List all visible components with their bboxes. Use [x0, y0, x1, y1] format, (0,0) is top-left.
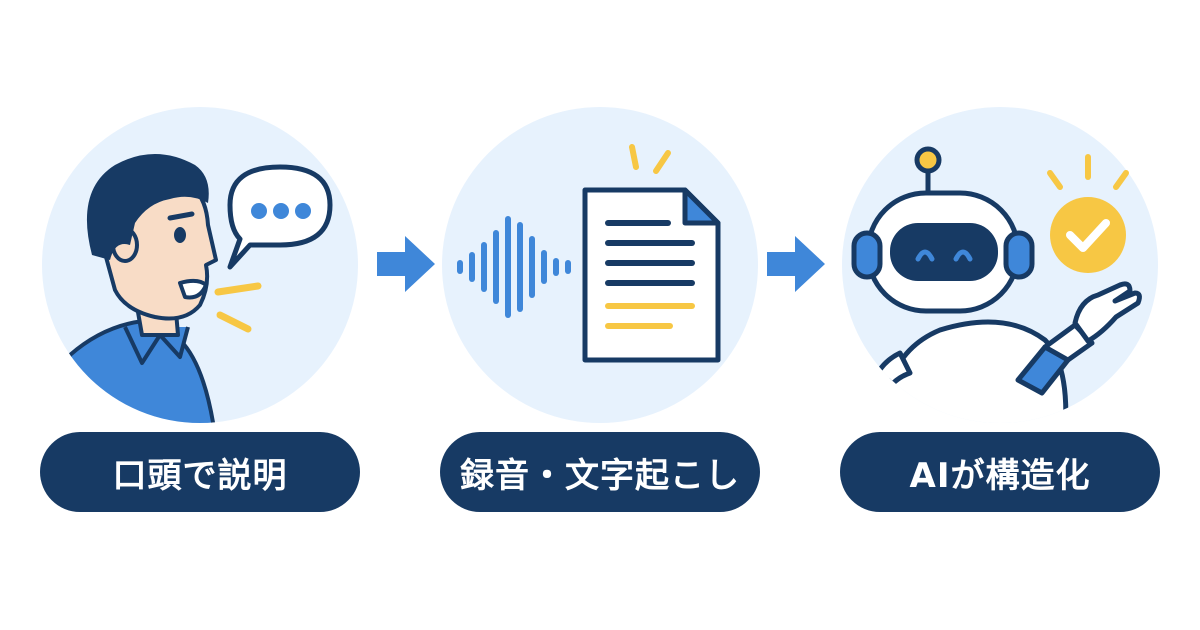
- speaking-person-icon: [42, 107, 358, 423]
- step-2-recording-transcription: [430, 95, 770, 435]
- step-1-oral-explanation: [30, 95, 370, 435]
- sound-wave-document-icon: [442, 107, 758, 423]
- arrow-right-icon: [377, 236, 435, 292]
- step-3-ai-structuring: [830, 95, 1170, 435]
- arrow-right-icon: [767, 236, 825, 292]
- step-2-label: 録音・文字起こし: [440, 432, 760, 512]
- step-1-label: 口頭で説明: [40, 432, 360, 512]
- step-3-label: AIが構造化: [840, 432, 1160, 512]
- robot-checkmark-icon: [842, 107, 1158, 423]
